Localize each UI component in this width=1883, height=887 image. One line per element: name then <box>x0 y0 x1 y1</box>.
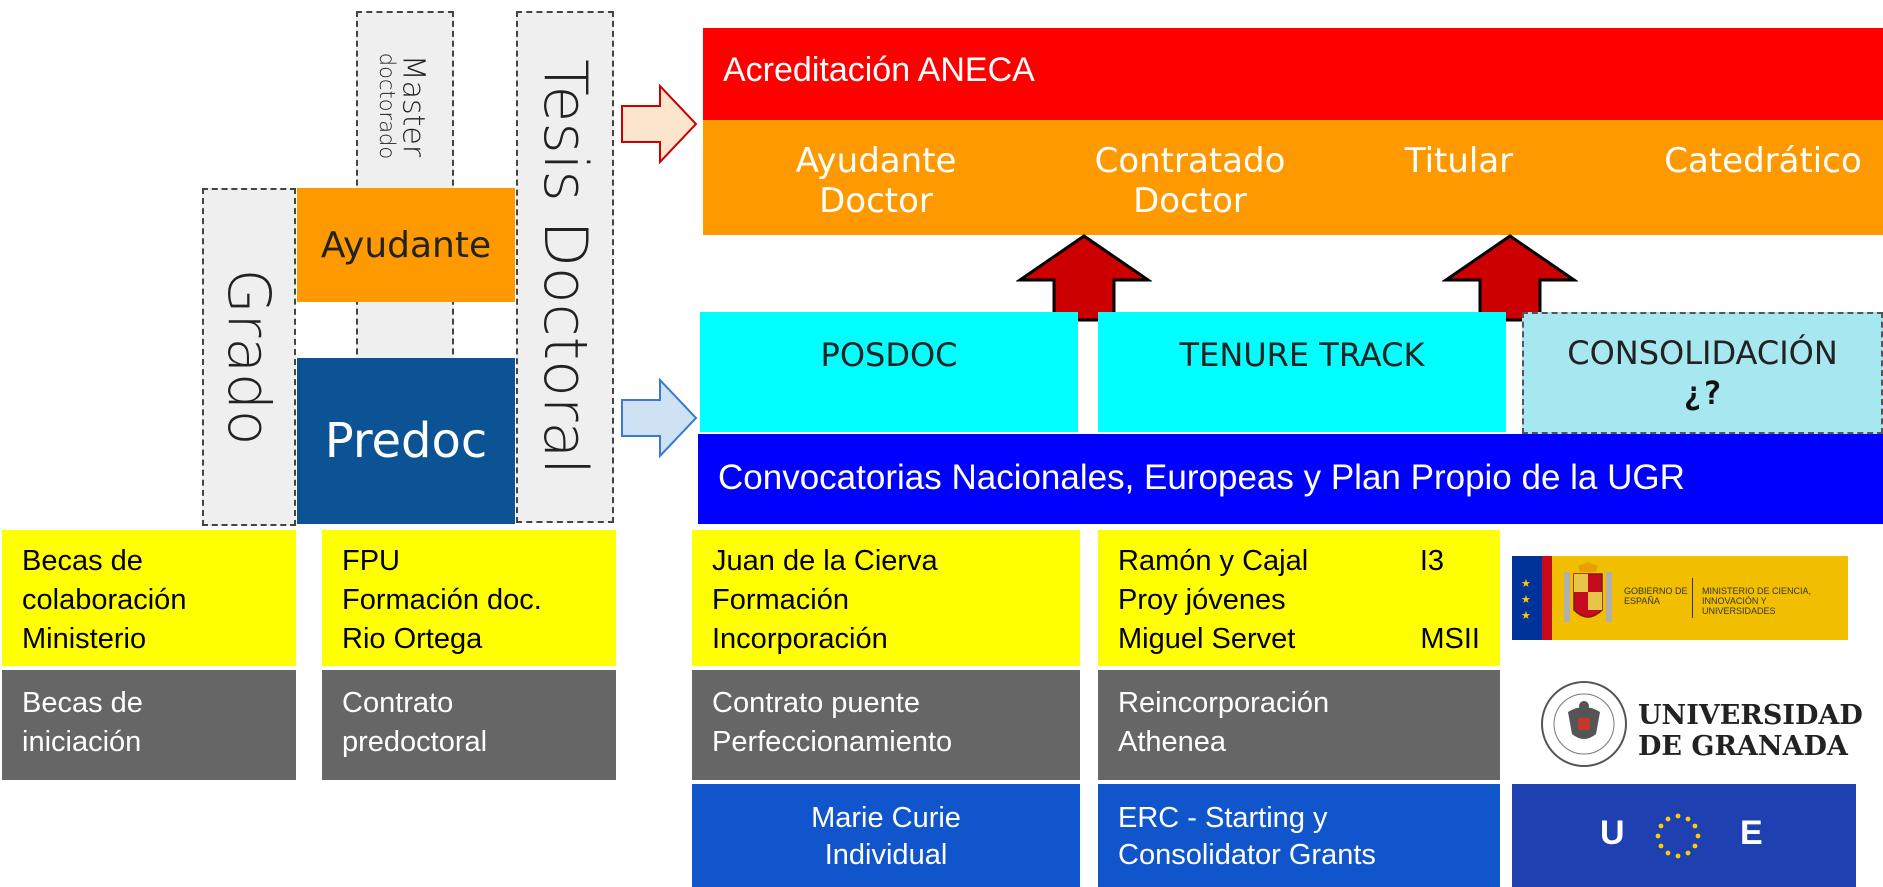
reincorporacion-cell: Reincorporación Athenea <box>1098 670 1500 780</box>
marie-curie-cell: Marie Curie Individual <box>692 784 1080 887</box>
predoc-box: Predoc <box>297 358 515 524</box>
contrato-puente-cell: Contrato puente Perfeccionamiento <box>692 670 1080 780</box>
ugr-text: UNIVERSIDAD DE GRANADA <box>1638 700 1863 762</box>
rank-contratado-doctor: Contratado Doctor <box>1094 141 1286 221</box>
ugr-seal-icon <box>1541 681 1627 767</box>
miguel-servet-row: Miguel Servet MSII <box>1118 623 1480 655</box>
contrato-predoctoral-cell: Contrato predoctoral <box>322 670 616 780</box>
convocatorias-label: Convocatorias Nacionales, Europeas y Pla… <box>718 458 1685 497</box>
eu-ugr-logo: U E <box>1512 784 1856 887</box>
convocatorias-bar: Convocatorias Nacionales, Europeas y Pla… <box>698 434 1883 524</box>
grado-label: Grado <box>215 268 283 446</box>
eu-e-letter: E <box>1740 814 1763 852</box>
flag-red-band <box>1542 556 1552 640</box>
logo-divider <box>1692 578 1693 618</box>
master-label-group: Master doctorado <box>372 31 442 181</box>
grado-column: Grado <box>202 188 296 526</box>
coat-of-arms-icon <box>1564 562 1612 622</box>
consolidacion-box: CONSOLIDACIÓN ¿? <box>1522 312 1883 434</box>
arrow-right-blue-icon <box>621 378 698 458</box>
tesis-column: Tesis Doctoral <box>516 11 614 523</box>
ugr-logo: UNIVERSIDAD DE GRANADA <box>1512 670 1863 780</box>
fpu-cell: FPU Formación doc. Rio Ortega <box>322 530 616 666</box>
gobierno-text: GOBIERNO DE ESPAÑA <box>1624 586 1688 606</box>
rank-titular: Titular <box>1404 141 1514 181</box>
tenure-track-label: TENURE TRACK <box>1179 336 1425 374</box>
juan-de-la-cierva-cell: Juan de la Cierva Formación Incorporació… <box>692 530 1080 666</box>
ramon-y-cajal-row: Ramón y Cajal I3 <box>1118 545 1444 577</box>
ramon-y-cajal-cell: Ramón y Cajal I3 Proy jóvenes Miguel Ser… <box>1098 530 1500 666</box>
posdoc-label: POSDOC <box>820 336 958 374</box>
eu-stars-icon <box>1655 813 1701 859</box>
posdoc-box: POSDOC <box>700 312 1078 432</box>
aneca-header: Acreditación ANECA <box>703 28 1883 120</box>
ayudante-box: Ayudante <box>297 188 515 302</box>
master-label: Master <box>395 54 431 158</box>
proy-jovenes-row: Proy jóvenes <box>1118 584 1286 616</box>
arrow-right-orange-icon <box>621 84 698 164</box>
consolidacion-question: ¿? <box>1683 374 1722 412</box>
arrow-up-red-icon <box>1016 234 1152 322</box>
rank-catedratico: Catedrático <box>1664 141 1862 181</box>
eu-u-letter: U <box>1600 814 1625 852</box>
ministerio-logo: ★★★ GOBIERNO DE ESPAÑA MINISTERIO DE CIE… <box>1512 556 1848 640</box>
arrow-up-red-icon <box>1442 234 1578 322</box>
erc-cell: ERC - Starting y Consolidator Grants <box>1098 784 1500 887</box>
becas-iniciacion-cell: Becas de iniciación <box>2 670 296 780</box>
consolidacion-label: CONSOLIDACIÓN <box>1567 334 1838 372</box>
aneca-ranks-bar: Ayudante Doctor Contratado Doctor Titula… <box>703 120 1883 235</box>
master-sublabel: doctorado <box>375 52 400 160</box>
becas-colaboracion-cell: Becas de colaboración Ministerio <box>2 530 296 666</box>
rank-ayudante-doctor: Ayudante Doctor <box>795 141 957 221</box>
tesis-label: Tesis Doctoral <box>530 59 600 475</box>
tenure-track-box: TENURE TRACK <box>1098 312 1506 432</box>
eu-flag-strip: ★★★ <box>1512 556 1542 640</box>
aneca-title: Acreditación ANECA <box>723 51 1035 89</box>
ayudante-label: Ayudante <box>320 224 492 266</box>
predoc-label: Predoc <box>324 413 488 469</box>
ministerio-text: MINISTERIO DE CIENCIA, INNOVACIÓN Y UNIV… <box>1702 586 1812 616</box>
